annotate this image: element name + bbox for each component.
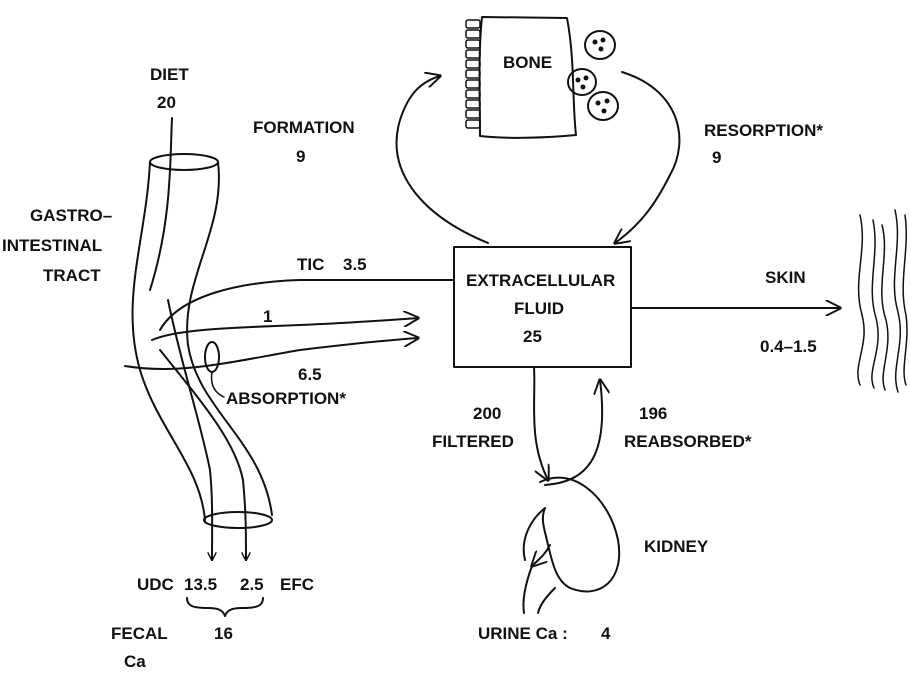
gi-tract-shape: [133, 154, 272, 528]
osteoblast-cells: [466, 20, 480, 128]
urine-label: URINE Ca :: [478, 624, 568, 643]
absorption-arrow: [125, 338, 418, 369]
filtered-arrow: [534, 367, 548, 480]
udc-label: UDC: [137, 575, 174, 594]
ecf-line2: FLUID: [514, 299, 564, 318]
skin-value: 0.4–1.5: [760, 337, 817, 356]
absorption-ring: [205, 342, 219, 372]
tic-label: TIC: [297, 255, 324, 274]
absorption-label: ABSORPTION*: [226, 389, 346, 408]
bone-shape: [466, 17, 618, 138]
filtered-value: 200: [473, 404, 501, 423]
formation-arrow: [397, 76, 488, 243]
tic-value: 3.5: [343, 255, 367, 274]
fecal-label-line1: FECAL: [111, 624, 168, 643]
resorption-value: 9: [712, 148, 721, 167]
udc-value: 13.5: [184, 575, 217, 594]
kidney-label: KIDNEY: [644, 537, 709, 556]
fecal-total: 16: [214, 624, 233, 643]
diet-value: 20: [157, 93, 176, 112]
reabsorbed-arrow: [545, 380, 602, 485]
diet-label: DIET: [150, 65, 189, 84]
kidney-shape: [523, 478, 619, 613]
skin-layers: [858, 210, 907, 392]
resorption-arrow: [615, 72, 679, 243]
absorption-pointer: [212, 372, 224, 397]
efc-value: 2.5: [240, 575, 264, 594]
osteoclast-cells: [568, 31, 618, 120]
ecf-value: 25: [523, 327, 542, 346]
flow-1-value: 1: [263, 307, 272, 326]
filtered-label: FILTERED: [432, 432, 514, 451]
gi-label-line3: TRACT: [43, 266, 101, 285]
diet-line: [150, 118, 172, 290]
skin-label: SKIN: [765, 268, 806, 287]
gi-label-line1: GASTRO–: [30, 206, 112, 225]
flow-1-arrow: [152, 318, 418, 340]
formation-value: 9: [296, 147, 305, 166]
urine-value: 4: [601, 624, 611, 643]
absorption-value: 6.5: [298, 365, 322, 384]
resorption-label: RESORPTION*: [704, 121, 823, 140]
udc-arrow: [168, 300, 212, 560]
reabsorbed-value: 196: [639, 404, 667, 423]
fecal-label-line2: Ca: [124, 652, 146, 671]
formation-label: FORMATION: [253, 118, 355, 137]
fecal-brace: [187, 598, 263, 616]
gi-label-line2: INTESTINAL: [2, 236, 102, 255]
reabsorbed-label: REABSORBED*: [624, 432, 752, 451]
bone-label: BONE: [503, 53, 552, 72]
tic-line: [160, 280, 454, 330]
ecf-line1: EXTRACELLULAR: [466, 271, 615, 290]
efc-label: EFC: [280, 575, 314, 594]
